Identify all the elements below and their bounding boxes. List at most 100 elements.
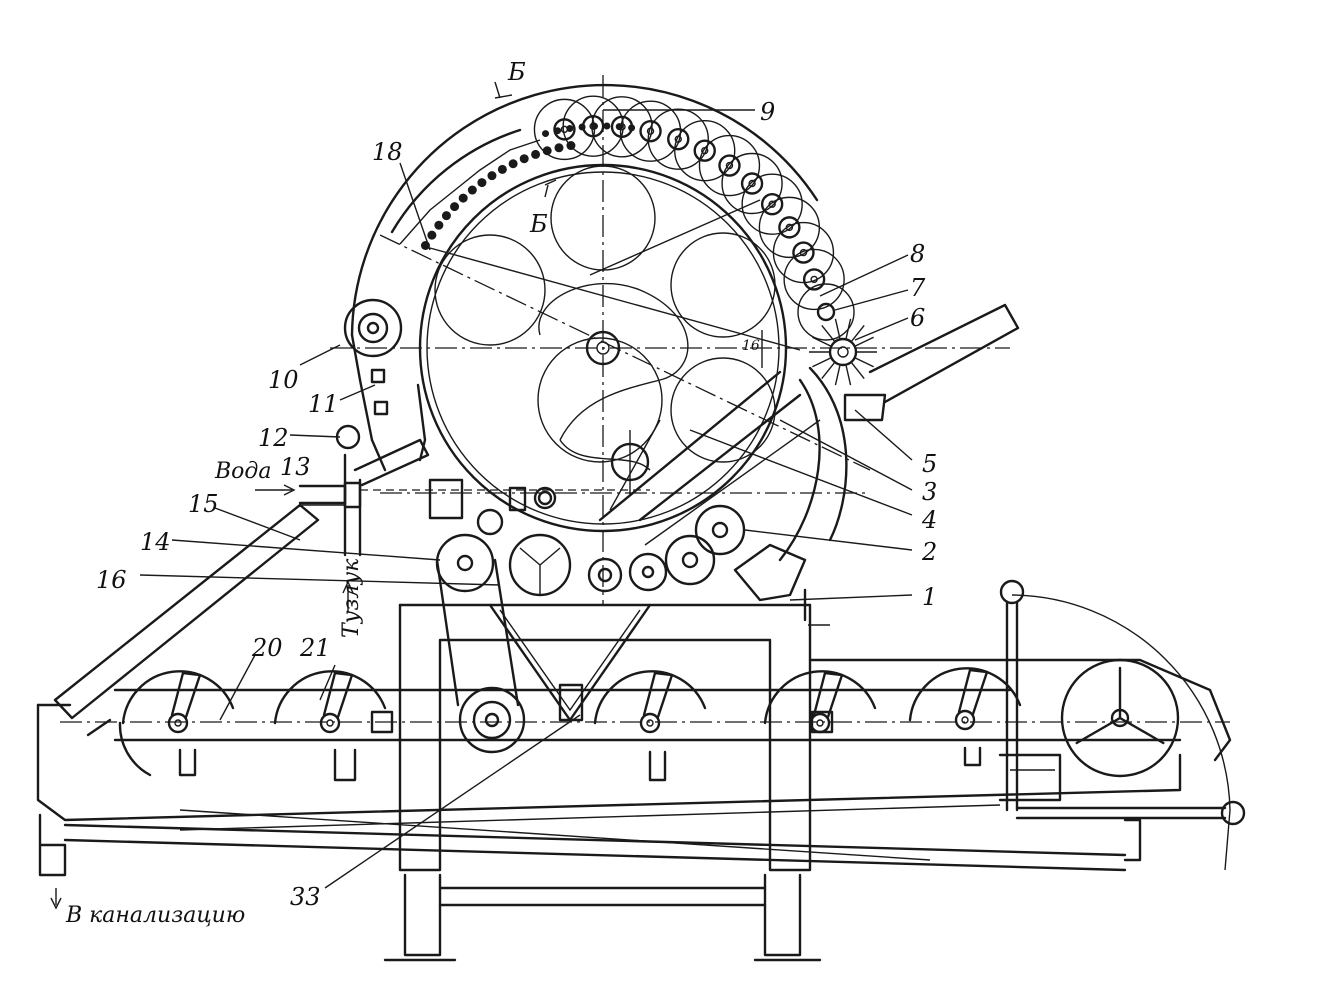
- chain-link: [542, 146, 552, 156]
- star-spoke: [851, 324, 865, 342]
- paddle-wheel-hub: [954, 709, 976, 731]
- sprocket-hub: [667, 127, 690, 151]
- sprocket-outer: [698, 134, 761, 197]
- paddle-wheel-hub: [639, 712, 661, 734]
- paddle-blade: [642, 671, 674, 719]
- label-5: 5: [922, 450, 937, 478]
- lower-sprockets: [587, 504, 807, 602]
- sprocket-axle: [768, 200, 776, 208]
- chain-link: [434, 220, 444, 230]
- label-10: 10: [268, 366, 299, 394]
- sprocket-outer: [772, 221, 835, 284]
- label-3: 3: [922, 478, 937, 506]
- sprocket-outer: [741, 173, 803, 235]
- star-spoke: [851, 362, 865, 380]
- inclined-conveyor: [53, 503, 345, 720]
- paddle-wheel-rim: [593, 670, 707, 725]
- hidden-baskets: [434, 165, 776, 495]
- paddle-wheel-rim: [908, 667, 1022, 722]
- chain-links-left: [420, 122, 636, 250]
- chain-link: [497, 164, 507, 174]
- sprocket-hub: [639, 119, 662, 143]
- label-13: 13: [280, 453, 311, 481]
- main-drum: [350, 83, 819, 533]
- sprocket-hub: [778, 216, 801, 239]
- belt-drive: [435, 558, 652, 754]
- chain-link: [566, 124, 574, 132]
- sprocket-outer: [758, 196, 821, 259]
- inlet-parts: [298, 298, 650, 509]
- chain-link: [441, 211, 451, 221]
- part-labels: 9 18 8 7 6 5 3 4 2 1 10 11 12 13 15 14 1…: [96, 98, 937, 911]
- paddle-blade: [170, 671, 202, 719]
- star-spoke: [812, 357, 831, 368]
- drain-label: В канализацию: [65, 903, 245, 928]
- chain-link: [603, 122, 611, 130]
- chain-link: [467, 185, 477, 195]
- star-spoke: [821, 324, 835, 342]
- sprocket-hub: [792, 241, 815, 264]
- chain-link: [427, 230, 437, 240]
- sprocket-axle: [725, 161, 734, 170]
- machine-frame: [343, 453, 830, 962]
- sprocket-outer: [783, 248, 845, 311]
- guide-channel-left: [350, 128, 541, 472]
- label-8: 8: [910, 240, 925, 268]
- chain-link: [487, 171, 497, 181]
- star-spoke: [821, 362, 835, 380]
- paddle-wheel-axle: [174, 719, 182, 727]
- label-16: 16: [96, 566, 127, 594]
- annotations: Б Б 16 Вода Тузлук В канализацию: [65, 58, 760, 928]
- sprocket-hub: [740, 172, 764, 195]
- chain-link: [508, 159, 518, 169]
- inlet-label: Вода: [214, 459, 271, 484]
- chain-link: [554, 127, 562, 135]
- sprocket-hub: [693, 139, 716, 162]
- level-control: [998, 579, 1246, 871]
- chain-link: [458, 193, 468, 203]
- paddle-wheel-hub: [167, 712, 189, 734]
- sprocket-outer: [619, 100, 682, 162]
- star-spoke: [834, 318, 841, 339]
- chain-link: [615, 123, 623, 131]
- sprocket-outer: [647, 108, 709, 170]
- sprocket-hub: [718, 154, 741, 177]
- center-lines: [60, 75, 1230, 723]
- paddle-wheels: [118, 658, 1180, 778]
- paddle-blade: [957, 668, 989, 716]
- paddle-wheel-rim: [121, 670, 235, 725]
- paddle-wheel-rim: [273, 670, 387, 725]
- flow-arrows: [50, 330, 763, 910]
- paddle-wheel-rim: [763, 670, 877, 725]
- label-20: 20: [251, 634, 283, 662]
- brine-tank: [36, 658, 1232, 877]
- star-spoke: [834, 365, 841, 386]
- label-33: 33: [290, 883, 321, 911]
- chain-link: [554, 143, 564, 153]
- chain-link: [519, 154, 529, 164]
- tank-supports: [178, 710, 982, 782]
- sprocket-outer: [721, 152, 783, 215]
- discharge-chute: [778, 303, 1020, 562]
- star-spoke: [855, 336, 874, 347]
- paddle-wheel-rim: [118, 721, 152, 777]
- section-mark-top: Б: [507, 58, 526, 86]
- drive-assembly: [428, 478, 572, 597]
- label-21: 21: [299, 634, 331, 662]
- chain-link: [531, 149, 541, 159]
- sprocket-axle: [810, 275, 818, 284]
- label-14: 14: [140, 528, 171, 556]
- label-12: 12: [258, 424, 289, 452]
- sprocket-hub: [802, 268, 826, 291]
- label-18: 18: [372, 138, 403, 166]
- sprocket-chain: [533, 95, 855, 341]
- paddle-wheel-hub: [319, 712, 341, 734]
- label-2: 2: [921, 538, 937, 566]
- sprocket-outer: [797, 283, 855, 341]
- sprocket-outer: [674, 119, 736, 182]
- label-7: 7: [910, 274, 926, 302]
- chain-link: [542, 130, 550, 138]
- label-6: 6: [910, 304, 925, 332]
- sprocket-axle: [748, 179, 756, 188]
